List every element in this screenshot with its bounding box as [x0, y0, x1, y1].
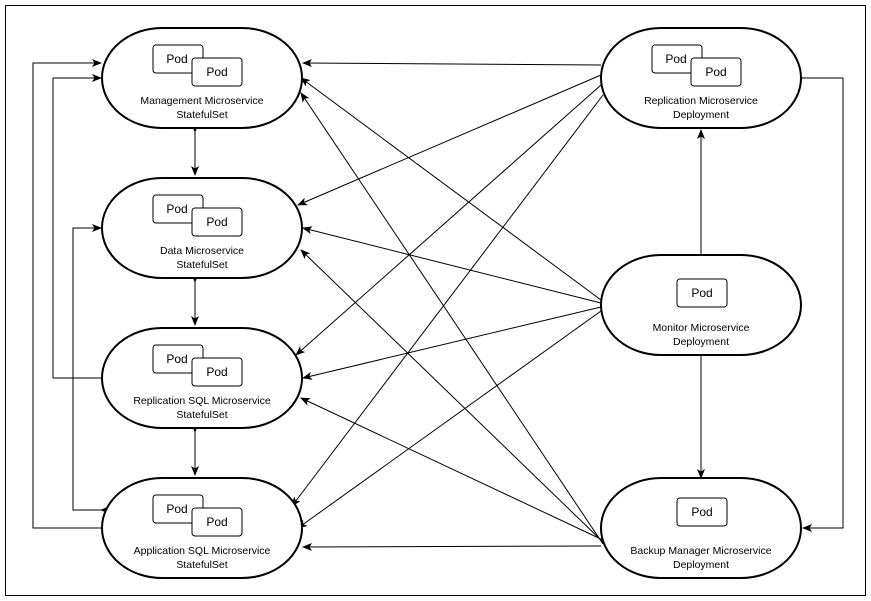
pod-box	[676, 497, 728, 527]
pod-label: Pod	[206, 365, 227, 379]
node-kind: Deployment	[673, 109, 729, 121]
edge-backup-appsql	[302, 542, 602, 551]
node-title: Management Microservice	[140, 95, 263, 107]
edge-backup-data	[300, 249, 604, 543]
edge-replication-replsql	[295, 84, 602, 356]
pod-box	[191, 357, 243, 387]
node-title: Application SQL Microservice	[134, 545, 271, 557]
edge-replication-data	[297, 74, 602, 206]
pod-box	[191, 57, 243, 87]
node-application-sql-microservice: Pod Pod Application SQL Microservice Sta…	[101, 477, 303, 579]
pod-label: Pod	[206, 215, 227, 229]
pod-label: Pod	[705, 65, 726, 79]
edge-replication-appsql	[291, 94, 604, 507]
pod-label: Pod	[691, 286, 712, 300]
diagram-frame	[5, 5, 866, 596]
node-title: Monitor Microservice	[653, 322, 750, 334]
node-replication-sql-microservice: Pod Pod Replication SQL Microservice Sta…	[101, 327, 303, 429]
node-title: Data Microservice	[160, 245, 244, 257]
edge-left-data-appsql	[72, 224, 110, 514]
edge-replication-management	[302, 59, 602, 68]
node-kind: StatefulSet	[176, 559, 227, 571]
node-title: Replication SQL Microservice	[133, 395, 270, 407]
edge-backup-management	[300, 92, 604, 545]
pod-label: Pod	[166, 202, 187, 216]
pod-box	[191, 207, 243, 237]
edge-left-management-replsql	[52, 74, 110, 382]
node-kind: StatefulSet	[176, 409, 227, 421]
edge-monitor-management	[300, 77, 602, 301]
node-kind: StatefulSet	[176, 259, 227, 271]
edge-right-replication-backup	[794, 74, 844, 532]
pod-label: Pod	[166, 352, 187, 366]
edge-backup-replsql	[300, 397, 604, 541]
edges	[32, 59, 844, 551]
edge-monitor-data	[302, 226, 602, 304]
pod-label: Pod	[206, 515, 227, 529]
node-kind: StatefulSet	[176, 109, 227, 121]
pod-label: Pod	[166, 52, 187, 66]
node-backup-manager-microservice: Pod Backup Manager Microservice Deployme…	[600, 477, 802, 579]
node-monitor-microservice: Pod Monitor Microservice Deployment	[600, 254, 802, 356]
node-replication-microservice: Pod Pod Replication Microservice Deploym…	[600, 27, 802, 129]
node-title: Backup Manager Microservice	[630, 545, 771, 557]
edge-left-management-appsql	[32, 59, 110, 532]
node-data-microservice: Pod Pod Data Microservice StatefulSet	[101, 177, 303, 279]
node-title: Replication Microservice	[644, 95, 758, 107]
pod-box	[690, 57, 742, 87]
pod-label: Pod	[166, 502, 187, 516]
edge-monitor-replsql	[302, 306, 602, 380]
pod-box	[676, 278, 728, 308]
pod-label: Pod	[206, 65, 227, 79]
node-management-microservice: Pod Pod Management Microservice Stateful…	[101, 27, 303, 129]
pod-box	[191, 507, 243, 537]
node-kind: Deployment	[673, 336, 729, 348]
pod-label: Pod	[691, 505, 712, 519]
node-kind: Deployment	[673, 559, 729, 571]
edge-monitor-appsql	[297, 310, 602, 529]
pod-label: Pod	[665, 52, 686, 66]
